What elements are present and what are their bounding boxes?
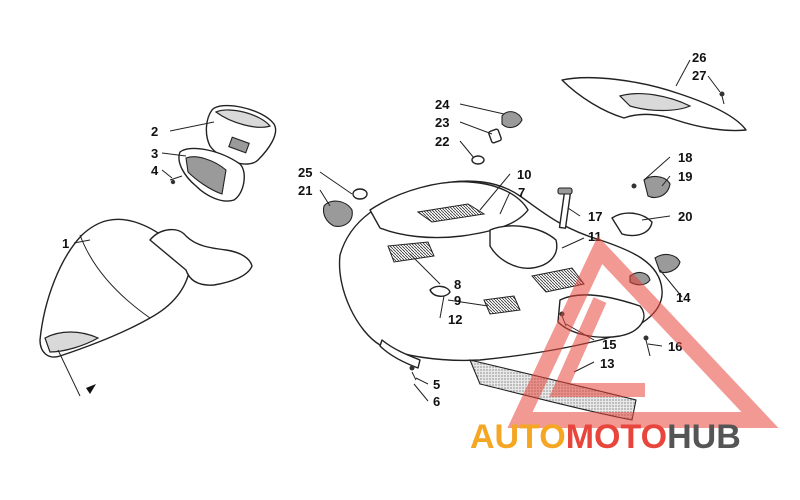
callout-25: 25 [298,165,312,180]
callout-labels: 1 2 3 4 5 6 7 8 9 10 11 12 13 14 15 16 1… [62,50,706,409]
watermark-logo: AUTOMOTOHUB [470,418,741,456]
part-knob-stack [471,111,523,165]
watermark-part-moto: MOTO [566,418,667,456]
part-fitting [322,188,368,227]
callout-2: 2 [151,124,158,139]
callout-9: 9 [454,293,461,308]
part-headlight-housing [39,218,253,397]
callout-3: 3 [151,146,158,161]
callout-24: 24 [435,97,450,112]
callout-20: 20 [678,209,692,224]
watermark-part-auto: AUTO [470,418,566,456]
callout-15: 15 [602,337,616,352]
callout-12: 12 [448,312,462,327]
callout-10: 10 [517,167,531,182]
callout-22: 22 [435,134,449,149]
watermark-triangle-icon [507,235,779,428]
callout-13: 13 [600,356,614,371]
part-bolts [409,187,651,381]
callout-7: 7 [518,185,525,200]
callout-23: 23 [435,115,449,130]
leader-lines [73,59,721,402]
callout-6: 6 [433,394,440,409]
callout-17: 17 [588,209,602,224]
callout-14: 14 [676,290,691,305]
part-gauge-assembly [169,104,277,202]
callout-8: 8 [454,277,461,292]
svg-text:AUTOMOTOHUB: AUTOMOTOHUB [470,418,741,456]
callout-18: 18 [678,150,692,165]
callout-21: 21 [298,183,312,198]
callout-5: 5 [433,377,440,392]
part-top-cover [561,76,747,132]
part-switch-assembly [611,175,671,237]
callout-4: 4 [151,163,159,178]
watermark-part-hub: HUB [667,418,741,456]
callout-19: 19 [678,169,692,184]
callout-26: 26 [692,50,706,65]
callout-1: 1 [62,236,69,251]
callout-27: 27 [692,68,706,83]
